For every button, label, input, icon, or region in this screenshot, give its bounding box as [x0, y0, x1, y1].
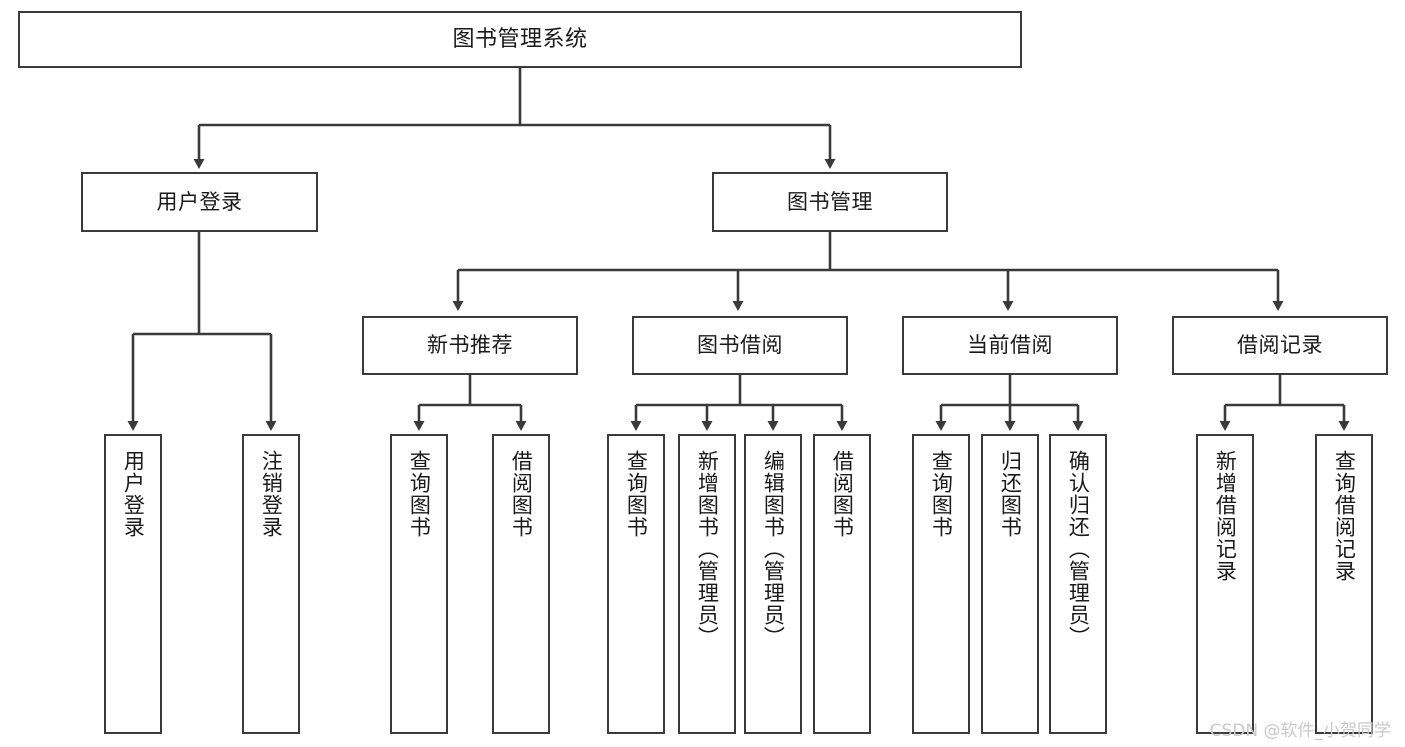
node-book-management[interactable]: 图书管理 [712, 172, 948, 232]
node-label: 注销登录 [259, 450, 284, 538]
node-label: 查询图书 [624, 450, 649, 538]
node-label: 图书借阅 [697, 333, 783, 358]
node-current-borrow[interactable]: 当前借阅 [902, 316, 1118, 375]
node-label: 借阅图书 [509, 450, 534, 538]
leaf-borrow-query-book[interactable]: 查询图书 [607, 434, 665, 734]
node-label: 查询图书 [929, 450, 954, 538]
node-label: 查询借阅记录 [1332, 450, 1357, 582]
node-label: 借阅记录 [1237, 333, 1323, 358]
node-label: 用户登录 [156, 189, 243, 214]
node-label: 用户登录 [121, 450, 146, 538]
leaf-borrow-add-book[interactable]: 新增图书（管理员） [678, 434, 736, 734]
node-label: 归还图书 [998, 450, 1023, 538]
leaf-recommend-borrow-book[interactable]: 借阅图书 [492, 434, 550, 734]
node-label: 新书推荐 [427, 333, 513, 358]
leaf-borrow-edit-book[interactable]: 编辑图书（管理员） [744, 434, 802, 734]
leaf-borrow-borrow-book[interactable]: 借阅图书 [813, 434, 871, 734]
node-label: 查询图书 [407, 450, 432, 538]
leaf-current-confirm-return[interactable]: 确认归还（管理员） [1049, 434, 1107, 734]
node-user-login[interactable]: 用户登录 [81, 172, 318, 232]
node-label: 新增借阅记录 [1213, 450, 1238, 582]
node-label: 编辑图书（管理员） [761, 450, 786, 648]
leaf-current-return-book[interactable]: 归还图书 [981, 434, 1039, 734]
node-book-borrow[interactable]: 图书借阅 [632, 316, 848, 375]
node-label: 图书管理 [787, 189, 873, 214]
node-label: 图书管理系统 [452, 26, 588, 52]
node-label: 当前借阅 [967, 333, 1053, 358]
leaf-user-login[interactable]: 用户登录 [104, 434, 162, 734]
leaf-current-query-book[interactable]: 查询图书 [912, 434, 970, 734]
leaf-recommend-query-book[interactable]: 查询图书 [390, 434, 448, 734]
node-label: 新增图书（管理员） [695, 450, 720, 648]
leaf-record-query[interactable]: 查询借阅记录 [1315, 434, 1373, 734]
node-root-system[interactable]: 图书管理系统 [18, 11, 1022, 68]
leaf-record-add[interactable]: 新增借阅记录 [1196, 434, 1254, 734]
leaf-user-logout[interactable]: 注销登录 [242, 434, 300, 734]
node-label: 借阅图书 [830, 450, 855, 538]
node-borrow-record[interactable]: 借阅记录 [1172, 316, 1388, 375]
node-label: 确认归还（管理员） [1066, 450, 1091, 648]
node-new-book-recommend[interactable]: 新书推荐 [362, 316, 578, 375]
